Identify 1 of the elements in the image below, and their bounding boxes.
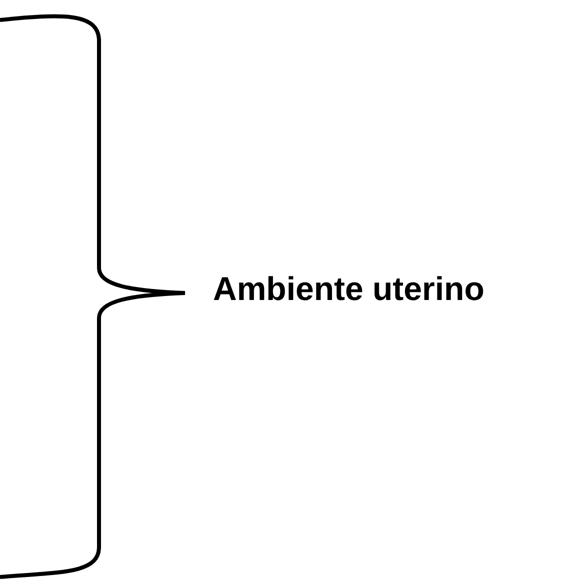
brace-label: Ambiente uterino (213, 270, 484, 308)
